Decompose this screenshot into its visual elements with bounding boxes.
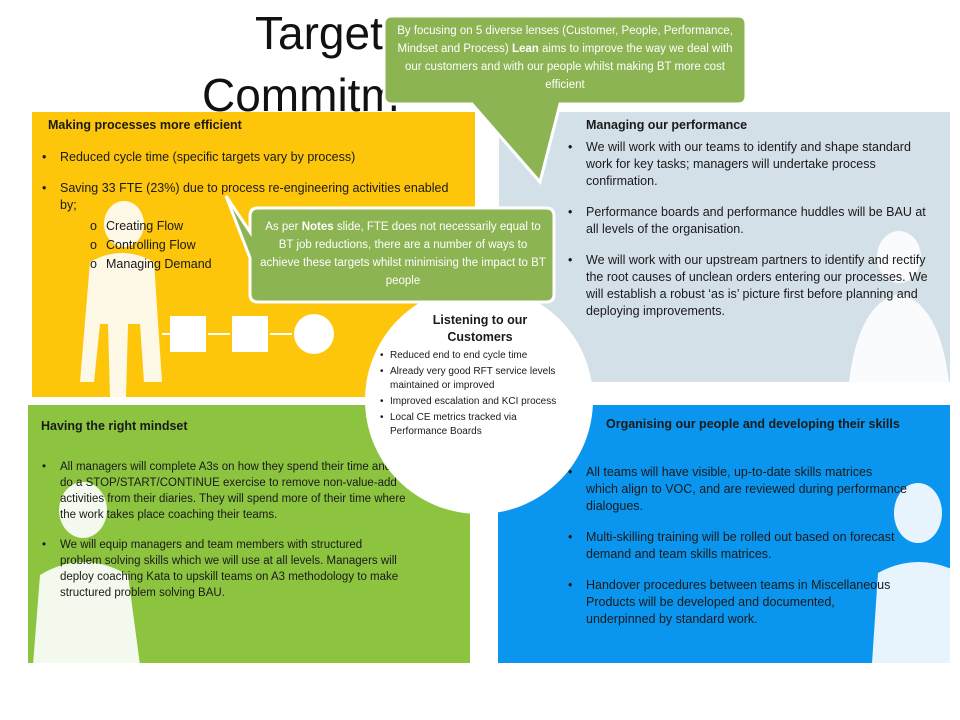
list-item: We will equip managers and team members … bbox=[36, 537, 406, 601]
customer-bullets: Reduced end to end cycle time Already ve… bbox=[380, 349, 565, 441]
mindset-bullets: All managers will complete A3s on how th… bbox=[36, 459, 406, 615]
quadrant-title-people-skills: Organising our people and developing the… bbox=[606, 417, 900, 431]
quadrant-title-mindset: Having the right mindset bbox=[41, 419, 188, 433]
sub-list-item: Controlling Flow bbox=[60, 236, 466, 255]
callout-top-shape bbox=[382, 14, 748, 186]
sub-bullet-list: Creating Flow Controlling Flow Managing … bbox=[60, 217, 466, 274]
list-item: Reduced cycle time (specific targets var… bbox=[36, 149, 466, 166]
circle-title: Listening to our Customers bbox=[432, 313, 528, 344]
slide-title-line-2: Commitm bbox=[202, 69, 399, 121]
callout-middle-text: As per Notes slide, FTE does not necessa… bbox=[260, 221, 546, 287]
list-item: Handover procedures between teams in Mis… bbox=[562, 577, 907, 628]
quadrant-title-process-efficiency: Making processes more efficient bbox=[48, 118, 242, 132]
list-item: We will work with our upstream partners … bbox=[562, 252, 940, 320]
list-item: Local CE metrics tracked via Performance… bbox=[380, 411, 565, 439]
list-item: All teams will have visible, up-to-date … bbox=[562, 464, 907, 515]
performance-bullets: We will work with our teams to identify … bbox=[562, 139, 940, 334]
list-item: Already very good RFT service levels mai… bbox=[380, 365, 565, 393]
list-item: Performance boards and performance huddl… bbox=[562, 204, 940, 238]
process-efficiency-bullets: Reduced cycle time (specific targets var… bbox=[36, 149, 466, 288]
list-item: Multi-skilling training will be rolled o… bbox=[562, 529, 907, 563]
list-item: Reduced end to end cycle time bbox=[380, 349, 565, 363]
sub-list-item: Creating Flow bbox=[60, 217, 466, 236]
people-skills-bullets: All teams will have visible, up-to-date … bbox=[562, 464, 907, 642]
callout-middle-shape bbox=[224, 195, 556, 304]
callout-top-text: By focusing on 5 diverse lenses (Custome… bbox=[397, 25, 733, 91]
list-item: Improved escalation and KCI process bbox=[380, 395, 565, 409]
list-item-text: Saving 33 FTE (23%) due to process re-en… bbox=[60, 181, 449, 212]
slide-title-line-1: Target bbox=[255, 7, 383, 59]
list-item: All managers will complete A3s on how th… bbox=[36, 459, 406, 523]
quadrant-title-performance: Managing our performance bbox=[586, 118, 748, 132]
sub-list-item: Managing Demand bbox=[60, 255, 466, 274]
process-flow-icon bbox=[162, 314, 334, 354]
list-item: We will work with our teams to identify … bbox=[562, 139, 940, 190]
list-item: Saving 33 FTE (23%) due to process re-en… bbox=[36, 180, 466, 274]
